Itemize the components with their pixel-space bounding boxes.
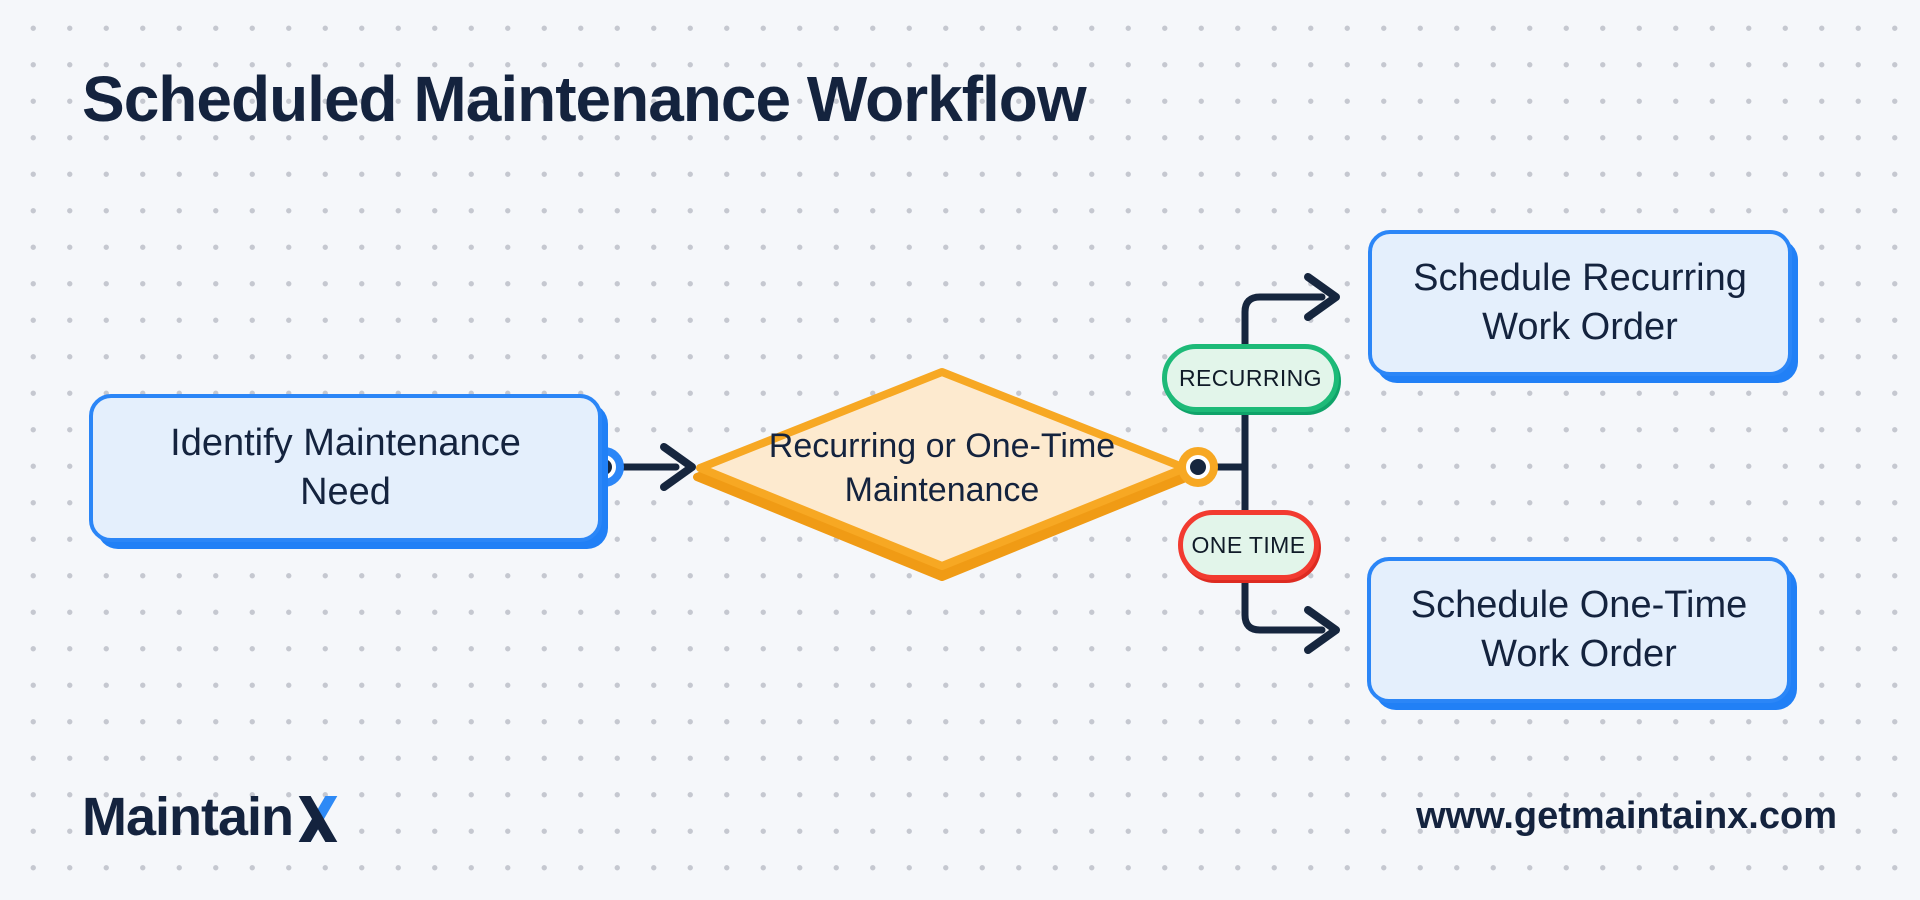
node-schedule-onetime-work-order: Schedule One-Time Work Order [1367,557,1791,703]
node-decision-recurring-or-onetime: Recurring or One-Time Maintenance [712,372,1172,564]
branch-tag-label: ONE TIME [1191,531,1306,558]
branch-tag-onetime: ONE TIME [1178,510,1319,580]
node-label: Schedule Recurring Work Order [1413,257,1747,348]
maintainx-logo-text: Maintain [82,787,294,847]
connector-branch-onetime [1241,463,1326,634]
page-title: Scheduled Maintenance Workflow [82,63,1087,135]
maintainx-logo: Maintain [82,786,341,848]
arrowhead-start-to-decision-icon [660,443,696,491]
connector-dot-orange-icon [1178,447,1218,487]
branch-tag-label: RECURRING [1179,364,1322,391]
arrowhead-recurring-icon [1304,273,1340,321]
website-url: www.getmaintainx.com [1416,795,1837,837]
node-label: Recurring or One-Time Maintenance [768,426,1116,509]
arrowhead-onetime-icon [1304,606,1340,654]
node-schedule-recurring-work-order: Schedule Recurring Work Order [1368,230,1792,376]
node-identify-maintenance-need: Identify Maintenance Need [89,394,602,542]
node-label: Identify Maintenance Need [170,422,521,513]
node-label: Schedule One-Time Work Order [1410,584,1748,675]
branch-tag-recurring: RECURRING [1162,344,1339,412]
connector-branch-recurring [1241,293,1326,471]
maintainx-logo-x-icon [298,796,338,842]
